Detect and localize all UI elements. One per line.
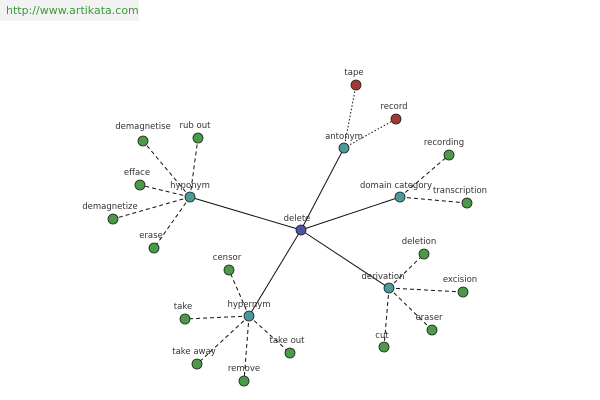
edge-hyponym-efface xyxy=(139,184,191,198)
relation-label-antonym[interactable]: antonym xyxy=(325,132,363,142)
relation-node-domain-category[interactable] xyxy=(394,191,406,203)
leaf-node-censor[interactable] xyxy=(223,264,235,276)
leaf-label-erase[interactable]: erase xyxy=(139,231,163,241)
leaf-node-take[interactable] xyxy=(179,313,191,325)
relation-label-hypernym[interactable]: hypernym xyxy=(227,300,270,310)
leaf-node-tape[interactable] xyxy=(350,79,362,91)
relation-node-derivation[interactable] xyxy=(383,282,395,294)
edge-derivation-eraser xyxy=(388,287,433,331)
leaf-label-demagnetize[interactable]: demagnetize xyxy=(82,202,138,212)
edge-delete-domain-category xyxy=(300,196,401,231)
leaf-node-take-out[interactable] xyxy=(284,347,296,359)
leaf-label-take-away[interactable]: take away xyxy=(172,347,216,357)
leaf-label-take-out[interactable]: take out xyxy=(269,336,305,346)
leaf-label-cut[interactable]: cut xyxy=(375,331,389,341)
leaf-node-recording[interactable] xyxy=(443,149,455,161)
edge-domain-category-transcription xyxy=(399,196,468,204)
relation-node-hyponym[interactable] xyxy=(184,191,196,203)
edge-domain-category-recording xyxy=(399,154,450,198)
leaf-node-eraser[interactable] xyxy=(426,324,438,336)
edge-antonym-tape xyxy=(343,84,357,149)
graph-edges xyxy=(112,84,468,382)
leaf-label-eraser[interactable]: eraser xyxy=(415,313,443,323)
leaf-label-record[interactable]: record xyxy=(380,102,407,112)
leaf-node-record[interactable] xyxy=(390,113,402,125)
edge-hypernym-take-away xyxy=(196,315,250,365)
leaf-node-erase[interactable] xyxy=(148,242,160,254)
leaf-node-take-away[interactable] xyxy=(191,358,203,370)
leaf-node-cut[interactable] xyxy=(378,341,390,353)
leaf-label-transcription[interactable]: transcription xyxy=(433,186,487,196)
leaf-node-deletion[interactable] xyxy=(418,248,430,260)
center-node-delete[interactable] xyxy=(295,224,307,236)
leaf-label-tape[interactable]: tape xyxy=(344,68,363,78)
edge-hyponym-rub-out xyxy=(189,137,199,198)
edge-hypernym-take xyxy=(184,315,250,320)
graph-labels: hyponym demagnetise rub out efface demagneti… xyxy=(82,68,487,374)
leaf-label-demagnetise[interactable]: demagnetise xyxy=(115,122,170,132)
relation-label-domain-category[interactable]: domain category xyxy=(360,181,432,191)
edge-delete-hyponym xyxy=(189,196,302,231)
edge-derivation-deletion xyxy=(388,253,425,289)
relation-label-hyponym[interactable]: hyponym xyxy=(170,181,210,191)
edge-delete-derivation xyxy=(300,229,390,289)
relation-node-antonym[interactable] xyxy=(338,142,350,154)
leaf-node-excision[interactable] xyxy=(457,286,469,298)
leaf-node-transcription[interactable] xyxy=(461,197,473,209)
relation-node-hypernym[interactable] xyxy=(243,310,255,322)
leaf-label-take[interactable]: take xyxy=(174,302,192,312)
leaf-node-efface[interactable] xyxy=(134,179,146,191)
edge-hypernym-take-out xyxy=(248,315,291,354)
edge-derivation-cut xyxy=(383,287,390,348)
edge-derivation-excision xyxy=(388,287,464,293)
edge-hyponym-demagnetize xyxy=(112,196,191,220)
leaf-label-excision[interactable]: excision xyxy=(443,275,477,285)
leaf-node-demagnetise[interactable] xyxy=(137,135,149,147)
leaf-label-censor[interactable]: censor xyxy=(213,253,242,263)
edge-delete-hypernym xyxy=(248,229,302,317)
leaf-label-deletion[interactable]: deletion xyxy=(402,237,437,247)
edge-antonym-record xyxy=(343,118,397,149)
edge-hyponym-erase xyxy=(153,196,191,249)
edge-delete-antonym xyxy=(300,147,345,231)
edge-hypernym-censor xyxy=(228,269,250,317)
edge-hyponym-demagnetise xyxy=(142,140,191,198)
leaf-label-recording[interactable]: recording xyxy=(424,138,464,148)
leaf-node-demagnetize[interactable] xyxy=(107,213,119,225)
relation-label-derivation[interactable]: derivation xyxy=(361,272,404,282)
leaf-node-remove[interactable] xyxy=(238,375,250,387)
leaf-label-efface[interactable]: efface xyxy=(124,168,150,178)
leaf-label-rub-out[interactable]: rub out xyxy=(180,121,212,131)
edge-hypernym-remove xyxy=(243,315,250,382)
center-label-delete[interactable]: delete xyxy=(284,214,311,224)
graph-nodes xyxy=(107,79,473,387)
source-url[interactable]: http://www.artikata.com xyxy=(0,0,139,21)
leaf-label-remove[interactable]: remove xyxy=(228,364,260,374)
leaf-node-rub-out[interactable] xyxy=(192,132,204,144)
